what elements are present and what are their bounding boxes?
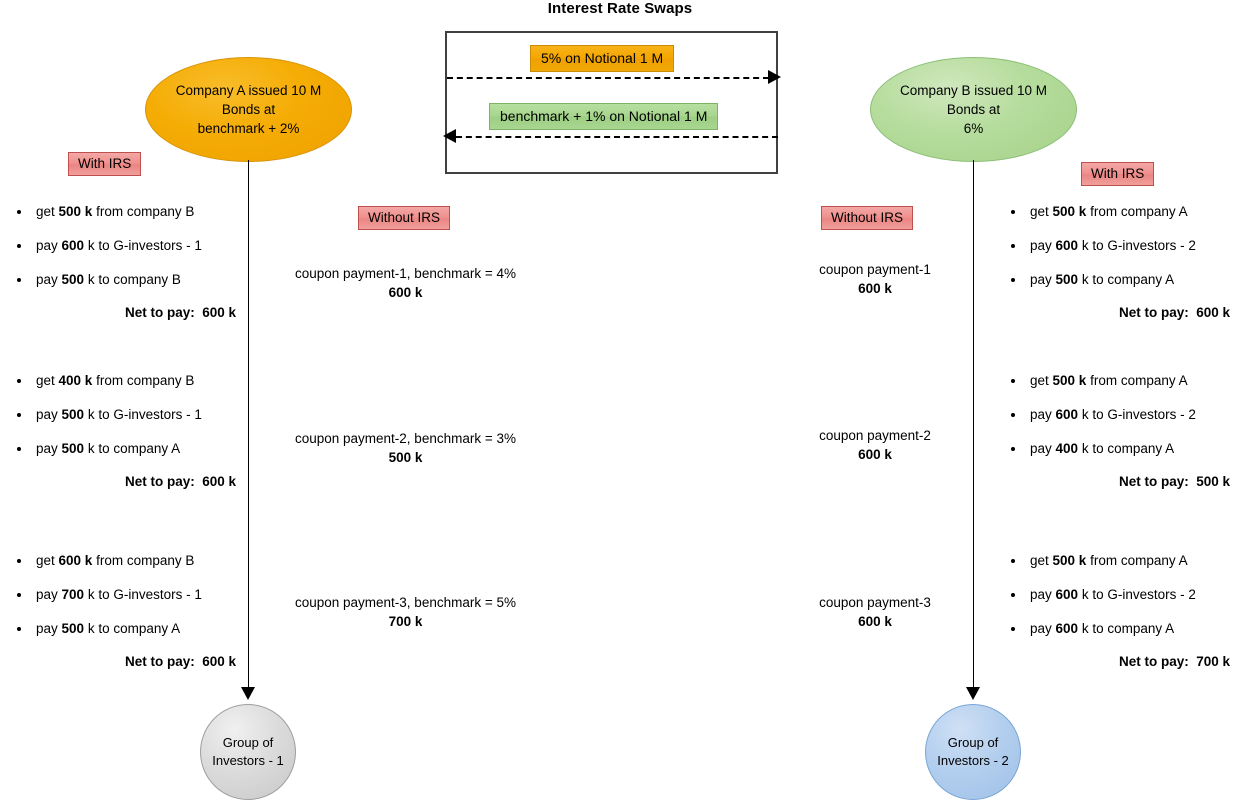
- list-item: get 400 k from company B: [32, 373, 256, 389]
- coupon-label: coupon payment-2: [819, 428, 931, 443]
- company-a-with-irs-block-1: get 500 k from company B pay 600 k to G-i…: [6, 204, 256, 320]
- company-b-with-irs-block-2: get 500 k from company A pay 600 k to G-i…: [1000, 373, 1240, 489]
- bullet-list: get 500 k from company A pay 600 k to G-i…: [1000, 373, 1240, 457]
- coupon-amount: 500 k: [388, 450, 423, 465]
- list-item: get 500 k from company A: [1026, 373, 1240, 389]
- arrow-down-icon: [241, 687, 255, 700]
- swap-fixed-leg-label: 5% on Notional 1 M: [530, 45, 675, 72]
- connector-company-a-to-investors-1: [248, 160, 249, 688]
- list-item: pay 600 k to G-investors - 2: [1026, 587, 1240, 603]
- list-item: pay 400 k to company A: [1026, 441, 1240, 457]
- coupon-payment-right-1: coupon payment-1 600 k: [785, 260, 965, 298]
- list-item: pay 500 k to company A: [32, 621, 256, 637]
- coupon-amount: 600 k: [858, 614, 892, 629]
- company-a-with-irs-block-2: get 400 k from company B pay 500 k to G-i…: [6, 373, 256, 489]
- swap-floating-leg-label: benchmark + 1% on Notional 1 M: [489, 103, 719, 130]
- coupon-payment-left-1: coupon payment-1, benchmark = 4% 600 k: [278, 264, 533, 302]
- list-item: pay 600 k to G-investors - 2: [1026, 407, 1240, 423]
- list-item: get 500 k from company A: [1026, 204, 1240, 220]
- coupon-label: coupon payment-3: [819, 595, 931, 610]
- coupon-amount: 700 k: [388, 614, 423, 629]
- list-item: pay 500 k to G-investors - 1: [32, 407, 256, 423]
- badge-without-irs-right: Without IRS: [821, 206, 914, 230]
- list-item: get 500 k from company A: [1026, 553, 1240, 569]
- list-item: pay 500 k to company B: [32, 272, 256, 288]
- coupon-label: coupon payment-2, benchmark = 3%: [294, 431, 516, 446]
- arrow-right-icon: [768, 70, 781, 84]
- arrow-down-icon: [966, 687, 980, 700]
- company-a-with-irs-block-3: get 600 k from company B pay 700 k to G-i…: [6, 553, 256, 669]
- coupon-payment-right-3: coupon payment-3 600 k: [785, 593, 965, 631]
- company-b-with-irs-block-3: get 500 k from company A pay 600 k to G-i…: [1000, 553, 1240, 669]
- badge-with-irs-right: With IRS: [1081, 162, 1155, 186]
- list-item: get 500 k from company B: [32, 204, 256, 220]
- net-to-pay: Net to pay: 600 k: [1118, 305, 1230, 320]
- coupon-payment-left-2: coupon payment-2, benchmark = 3% 500 k: [278, 429, 533, 467]
- coupon-payment-left-3: coupon payment-3, benchmark = 5% 700 k: [278, 593, 533, 631]
- net-to-pay: Net to pay: 600 k: [124, 305, 236, 320]
- list-item: get 600 k from company B: [32, 553, 256, 569]
- list-item: pay 600 k to G-investors - 2: [1026, 238, 1240, 254]
- coupon-amount: 600 k: [858, 447, 892, 462]
- bullet-list: get 500 k from company B pay 600 k to G-i…: [6, 204, 256, 288]
- arrow-left-icon: [443, 129, 456, 143]
- net-to-pay: Net to pay: 600 k: [124, 474, 236, 489]
- coupon-amount: 600 k: [858, 281, 892, 296]
- company-b-with-irs-block-1: get 500 k from company A pay 600 k to G-i…: [1000, 204, 1240, 320]
- coupon-label: coupon payment-3, benchmark = 5%: [294, 595, 516, 610]
- list-item: pay 500 k to company A: [32, 441, 256, 457]
- swap-arrow-line-fixed: [447, 77, 769, 79]
- connector-company-b-to-investors-2: [973, 160, 974, 688]
- bullet-list: get 600 k from company B pay 700 k to G-i…: [6, 553, 256, 637]
- page-title: Interest Rate Swaps: [547, 0, 693, 17]
- list-item: pay 500 k to company A: [1026, 272, 1240, 288]
- coupon-payment-right-2: coupon payment-2 600 k: [785, 426, 965, 464]
- list-item: pay 600 k to G-investors - 1: [32, 238, 256, 254]
- coupon-amount: 600 k: [388, 285, 423, 300]
- coupon-label: coupon payment-1, benchmark = 4%: [294, 266, 516, 281]
- net-to-pay: Net to pay: 600 k: [124, 654, 236, 669]
- bullet-list: get 400 k from company B pay 500 k to G-i…: [6, 373, 256, 457]
- badge-with-irs-left: With IRS: [68, 152, 142, 176]
- coupon-label: coupon payment-1: [819, 262, 931, 277]
- net-to-pay: Net to pay: 500 k: [1118, 474, 1230, 489]
- list-item: pay 600 k to company A: [1026, 621, 1240, 637]
- swap-arrow-line-floating: [456, 136, 778, 138]
- bullet-list: get 500 k from company A pay 600 k to G-i…: [1000, 553, 1240, 637]
- list-item: pay 700 k to G-investors - 1: [32, 587, 256, 603]
- badge-without-irs-left: Without IRS: [358, 206, 451, 230]
- net-to-pay: Net to pay: 700 k: [1118, 654, 1230, 669]
- bullet-list: get 500 k from company A pay 600 k to G-i…: [1000, 204, 1240, 288]
